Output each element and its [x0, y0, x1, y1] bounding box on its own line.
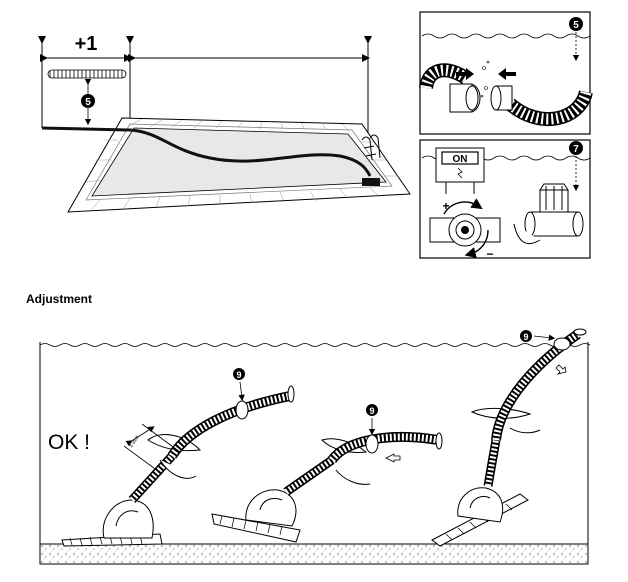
section-heading: Adjustment [26, 292, 92, 306]
skimmer-box [362, 178, 380, 186]
marker-left-9: 9 [236, 370, 241, 380]
on-switch-label: ON [453, 154, 468, 165]
cleaner-middle: 9 [211, 404, 443, 543]
rotate-plus-arrow [443, 198, 483, 215]
hose-length-marker-badge [81, 94, 95, 108]
rotate-minus-arrow [464, 229, 489, 259]
hose-segment-sample [47, 69, 127, 79]
pool-hose [41, 126, 372, 177]
pool-ladder [361, 134, 381, 161]
t-fitting [513, 183, 584, 244]
pump-step-marker: 7 [573, 144, 579, 155]
connector-step-marker: 5 [573, 20, 579, 31]
marker-right-9: 9 [523, 332, 528, 342]
hose-length-marker: 5 [85, 97, 91, 108]
marker-middle-9: 9 [369, 406, 374, 416]
pool-diagram: +1 5 [38, 33, 411, 213]
adjustment-panel: OK ! 4 [39, 328, 591, 565]
pool-floor [39, 543, 589, 565]
plus-one-label: +1 [75, 33, 98, 55]
cleaner-left: 4 inch 9 [61, 368, 295, 547]
push-left-arrow [498, 68, 516, 80]
pump-panel: 7 ON + − [419, 139, 591, 261]
connector-panel: 5 [419, 11, 593, 135]
ok-label: OK ! [48, 431, 90, 454]
push-right-arrow [456, 68, 474, 80]
water-surface [39, 343, 591, 347]
cleaner-right: 9 [431, 328, 587, 547]
plus-sign: + [442, 199, 449, 213]
minus-sign: − [486, 247, 493, 261]
